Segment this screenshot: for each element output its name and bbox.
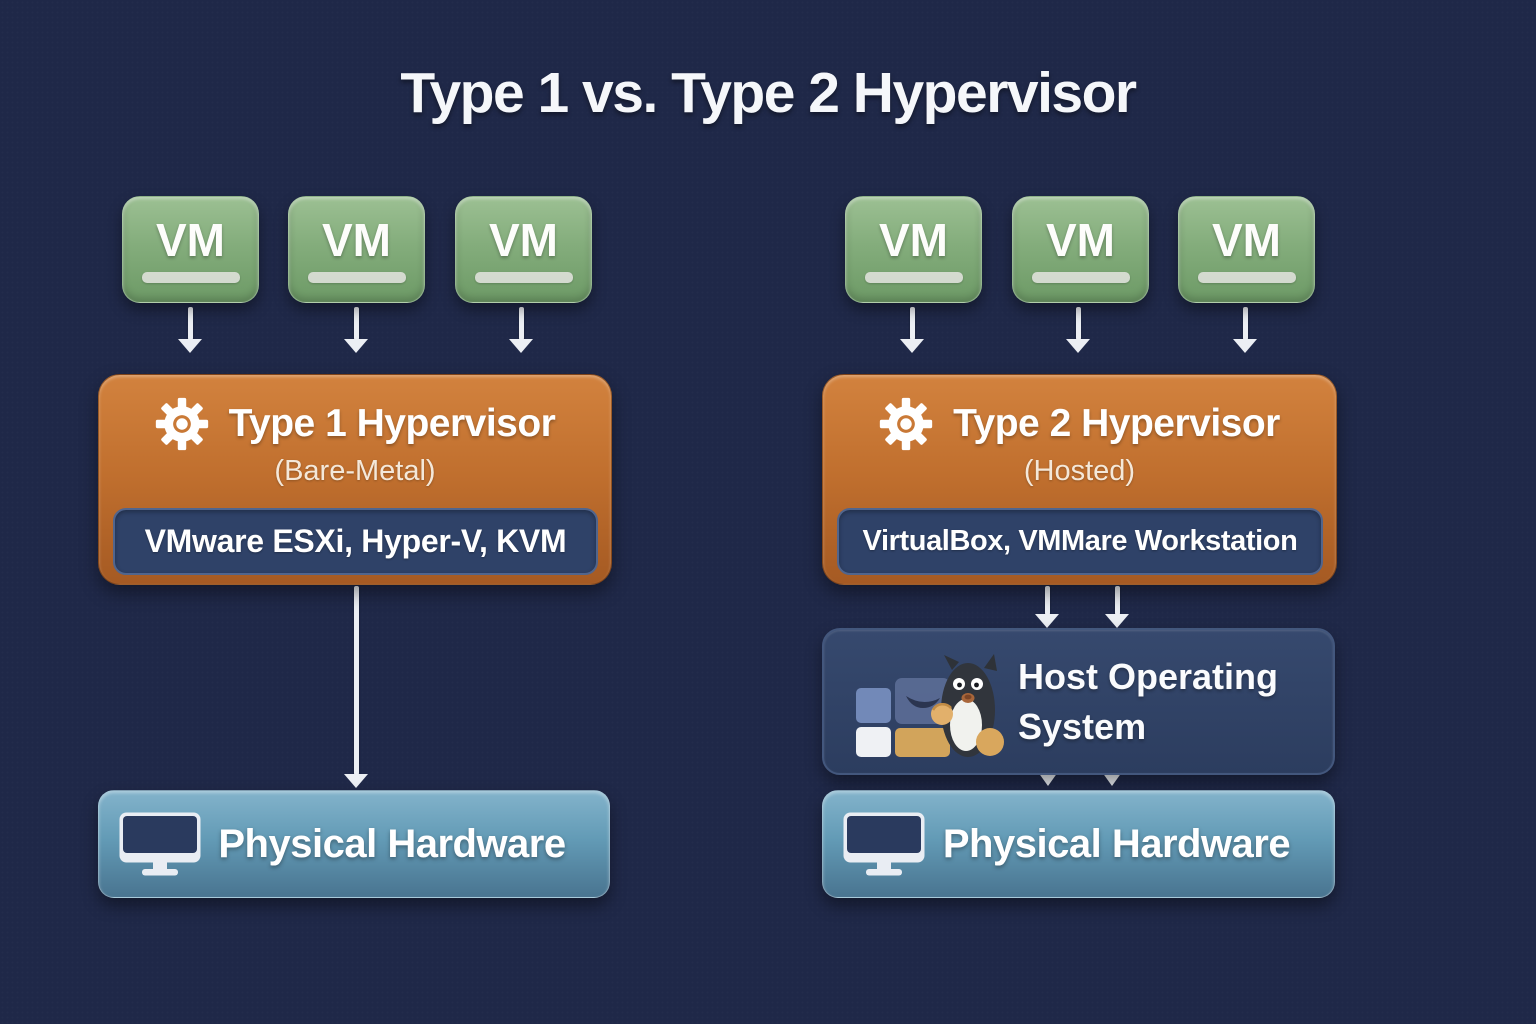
vm-box: VM (845, 196, 982, 303)
vm-label: VM (1046, 213, 1115, 266)
physical-hardware-label: Physical Hardware (942, 821, 1291, 866)
type2-hypervisor-subtitle: (Hosted) (1023, 455, 1136, 487)
arrow-shaft (909, 307, 915, 340)
arrow-down-icon (1034, 586, 1060, 628)
gear-icon (155, 397, 209, 451)
arrow-down-icon (508, 307, 534, 353)
vm-box: VM (1012, 196, 1149, 303)
arrow-head-icon (1038, 772, 1058, 786)
type1-hypervisor-header: Type 1 Hypervisor (99, 397, 611, 451)
physical-hardware-box-left: Physical Hardware (98, 790, 610, 898)
vm-underline-bar (474, 271, 573, 283)
vm-underline-bar (864, 271, 963, 283)
arrow-shaft (518, 307, 524, 340)
vm-underline-bar (1031, 271, 1130, 283)
page-title: Type 1 vs. Type 2 Hypervisor (400, 61, 1137, 125)
arrow-head (509, 339, 533, 353)
type2-hypervisor-header: Type 2 Hypervisor (823, 397, 1336, 451)
vm-label: VM (1212, 213, 1281, 266)
vm-box: VM (288, 196, 425, 303)
arrow-down-icon (343, 307, 369, 353)
vm-underline-bar (307, 271, 406, 283)
type1-hypervisor-subtitle: (Bare-Metal) (274, 455, 436, 487)
arrow-shaft (1114, 586, 1120, 615)
vm-underline-bar (1197, 271, 1296, 283)
vm-label: VM (879, 213, 948, 266)
physical-hardware-box-right: Physical Hardware (822, 790, 1335, 898)
type1-examples-pill: VMware ESXi, Hyper-V, KVM (113, 508, 598, 575)
tux-penguin-icon (931, 653, 1004, 757)
host-os-label: Host Operating System (1018, 655, 1279, 747)
arrow-down-icon (1232, 307, 1258, 353)
type1-hypervisor-title: Type 1 Hypervisor (228, 402, 556, 445)
gear-icon (879, 397, 933, 451)
windows-squares-icon (856, 677, 950, 757)
type1-examples-text: VMware ESXi, Hyper-V, KVM (144, 523, 567, 559)
arrow-down-icon (343, 586, 369, 788)
arrow-head (178, 339, 202, 353)
vm-label: VM (489, 213, 558, 266)
monitor-icon (119, 812, 201, 876)
arrow-shaft (1242, 307, 1248, 340)
type2-hypervisor-box: Type 2 Hypervisor (Hosted) VirtualBox, V… (822, 374, 1337, 585)
arrow-head (344, 339, 368, 353)
arrow-shaft (353, 307, 359, 340)
monitor-icon (843, 812, 925, 876)
type2-examples-pill: VirtualBox, VMMare Workstation (837, 508, 1323, 575)
arrow-down-icon (1104, 586, 1130, 628)
arrow-head (900, 339, 924, 353)
host-os-box: Host Operating System (822, 628, 1335, 775)
vm-underline-bar (141, 271, 240, 283)
arrow-head (344, 774, 368, 788)
arrow-down-icon (899, 307, 925, 353)
arrow-head (1035, 614, 1059, 628)
type2-hypervisor-title: Type 2 Hypervisor (953, 402, 1280, 445)
arrow-head (1233, 339, 1257, 353)
arrow-shaft (1044, 586, 1050, 615)
arrow-head-icon (1102, 772, 1122, 786)
type2-examples-text: VirtualBox, VMMare Workstation (862, 525, 1298, 557)
vm-box: VM (455, 196, 592, 303)
arrow-head (1105, 614, 1129, 628)
vm-box: VM (1178, 196, 1315, 303)
host-os-icon (854, 646, 1004, 758)
arrow-down-icon (177, 307, 203, 353)
type1-hypervisor-box: Type 1 Hypervisor (Bare-Metal) VMware ES… (98, 374, 612, 585)
vm-label: VM (322, 213, 391, 266)
physical-hardware-label: Physical Hardware (218, 821, 566, 866)
vm-box: VM (122, 196, 259, 303)
arrow-head (1066, 339, 1090, 353)
arrow-down-icon (1065, 307, 1091, 353)
arrow-shaft (353, 586, 359, 775)
arrow-shaft (187, 307, 193, 340)
arrow-shaft (1075, 307, 1081, 340)
vm-label: VM (156, 213, 225, 266)
